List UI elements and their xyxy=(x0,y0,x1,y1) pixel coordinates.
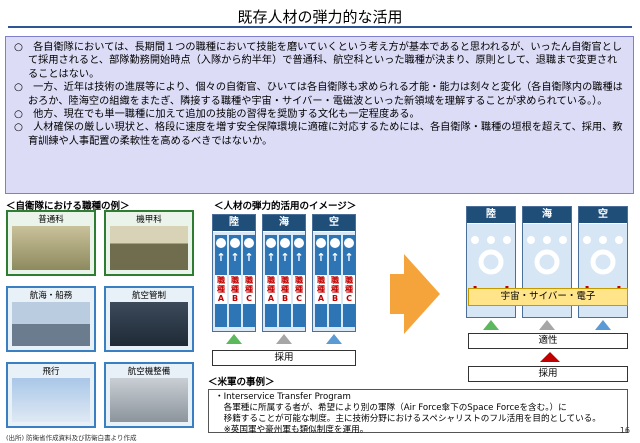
job-label: 職種B xyxy=(229,275,241,304)
rotation-icon xyxy=(583,236,623,275)
up-arrow-icon xyxy=(483,320,499,330)
up-arrow-icon xyxy=(276,334,292,344)
job-label: 職種B xyxy=(329,275,341,304)
photo-caption: 普通科 xyxy=(38,215,64,225)
photo-caption: 飛行 xyxy=(42,367,60,377)
job-column: ↑職種B xyxy=(279,235,291,327)
image-label: ＜人材の弾力的活用のイメージ＞ xyxy=(214,201,357,212)
intro-paragraph: ○ 他方、現在でも単一職種に加えて追加の技能の習得を奨励する文化も一定程度ある。 xyxy=(14,109,420,121)
job-label: 職種A xyxy=(315,275,327,304)
photo-caption: 航空機整備 xyxy=(127,367,171,377)
page-title: 既存人材の弾力的な活用 xyxy=(237,8,403,26)
job-column: ↑職種A xyxy=(215,235,227,327)
control-room-image xyxy=(110,302,188,346)
infantry-image xyxy=(12,226,90,270)
us-example-label: ＜米軍の事例＞ xyxy=(208,377,275,388)
branch-column-land: 陸 ↑職種A ↑職種B ↑職種C xyxy=(212,214,256,332)
source-note: (出所) 防衛省作成資料及び防衛白書より作成 xyxy=(6,434,137,442)
us-example-line: 各軍種に所属する者が、希望により別の軍隊（Air Force傘下のSpace F… xyxy=(215,403,567,413)
ship-image xyxy=(12,302,90,346)
recruit-box-right: 採用 xyxy=(468,366,628,382)
job-column: ↑職種A xyxy=(265,235,277,327)
photo-caption: 機甲科 xyxy=(136,215,162,225)
branch-header: 空 xyxy=(313,215,355,231)
branch-header: 海 xyxy=(263,215,305,231)
branch-column-air: 空 ↑職種A ↑職種B ↑職種C xyxy=(312,214,356,332)
job-column: ↑職種C xyxy=(243,235,255,327)
job-label: 職種C xyxy=(293,275,305,304)
transition-arrow-icon xyxy=(404,254,440,334)
branch-header: 海 xyxy=(523,207,571,223)
intro-paragraph: ○ 人材確保の厳しい現状と、格段に速度を増す安全保障環境に適確に対応するためには… xyxy=(14,122,623,147)
us-example-line: ※英国軍や豪州軍も類似制度を運用。 xyxy=(215,425,369,435)
us-example-line: 移籍することが可能な制度。主に技術分野におけるスペシャリストのフル活用を目的とし… xyxy=(215,414,601,424)
branch-body: ↑職種A ↑職種B ↑職種C xyxy=(213,232,255,331)
job-column: ↑職種B xyxy=(229,235,241,327)
job-label: 職種A xyxy=(215,275,227,304)
up-arrow-icon xyxy=(326,334,342,344)
jet-image xyxy=(12,378,90,422)
job-label: 職種B xyxy=(279,275,291,304)
photo-caption: 航空管制 xyxy=(131,291,166,301)
recruit-box: 採用 xyxy=(212,350,356,366)
photo-grid: 普通科 機甲科 航海・船務 航空管制 飛行 航空機整備 xyxy=(6,210,196,430)
job-column: ↑職種B xyxy=(329,235,341,327)
us-example-box: ・Interservice Transfer Program 各軍種に所属する者… xyxy=(208,389,628,435)
up-arrow-icon xyxy=(539,320,555,330)
photo-armor: 機甲科 xyxy=(104,210,194,276)
branch-header: 陸 xyxy=(467,207,515,223)
photo-infantry: 普通科 xyxy=(6,210,96,276)
branch-body: ↑職種A ↑職種B ↑職種C xyxy=(313,232,355,331)
job-label: 職種A xyxy=(265,275,277,304)
intro-paragraph: ○ 各自衛隊においては、長期間１つの職種において技能を磨いていくという考え方が基… xyxy=(14,42,623,80)
job-column: ↑職種C xyxy=(293,235,305,327)
branch-header: 空 xyxy=(579,207,627,223)
transition-arrow-stem xyxy=(390,274,406,314)
tank-image xyxy=(110,226,188,270)
photo-air-control: 航空管制 xyxy=(104,286,194,352)
space-cyber-band: 宇宙・サイバー・電子 xyxy=(468,288,628,306)
job-label: 職種C xyxy=(243,275,255,304)
job-column: ↑職種C xyxy=(343,235,355,327)
up-arrow-icon xyxy=(226,334,242,344)
intro-paragraph: ○ 一方、近年は技術の進展等により、個々の自衛官、ひいては各自衛隊も求められる才… xyxy=(14,82,623,107)
rotation-icon xyxy=(471,236,511,275)
title-rule xyxy=(8,26,632,28)
maintenance-image xyxy=(110,378,188,422)
examples-label: ＜自衛隊における職種の例＞ xyxy=(6,201,130,212)
us-example-line: ・Interservice Transfer Program xyxy=(215,392,351,402)
aptitude-box: 適性 xyxy=(468,333,628,349)
branch-body: ↑職種A ↑職種B ↑職種C xyxy=(263,232,305,331)
photo-flight: 飛行 xyxy=(6,362,96,428)
up-arrow-icon xyxy=(595,320,611,330)
branch-column-sea: 海 ↑職種A ↑職種B ↑職種C xyxy=(262,214,306,332)
photo-caption: 航海・船務 xyxy=(29,291,73,301)
red-up-arrow-icon xyxy=(540,352,560,362)
intro-box: ○ 各自衛隊においては、長期間１つの職種において技能を磨いていくという考え方が基… xyxy=(5,36,634,194)
photo-aircraft-maintenance: 航空機整備 xyxy=(104,362,194,428)
job-label: 職種C xyxy=(343,275,355,304)
rotation-icon xyxy=(527,236,567,275)
job-column: ↑職種A xyxy=(315,235,327,327)
branch-header: 陸 xyxy=(213,215,255,231)
photo-navigation: 航海・船務 xyxy=(6,286,96,352)
page-number: 16 xyxy=(619,426,630,435)
